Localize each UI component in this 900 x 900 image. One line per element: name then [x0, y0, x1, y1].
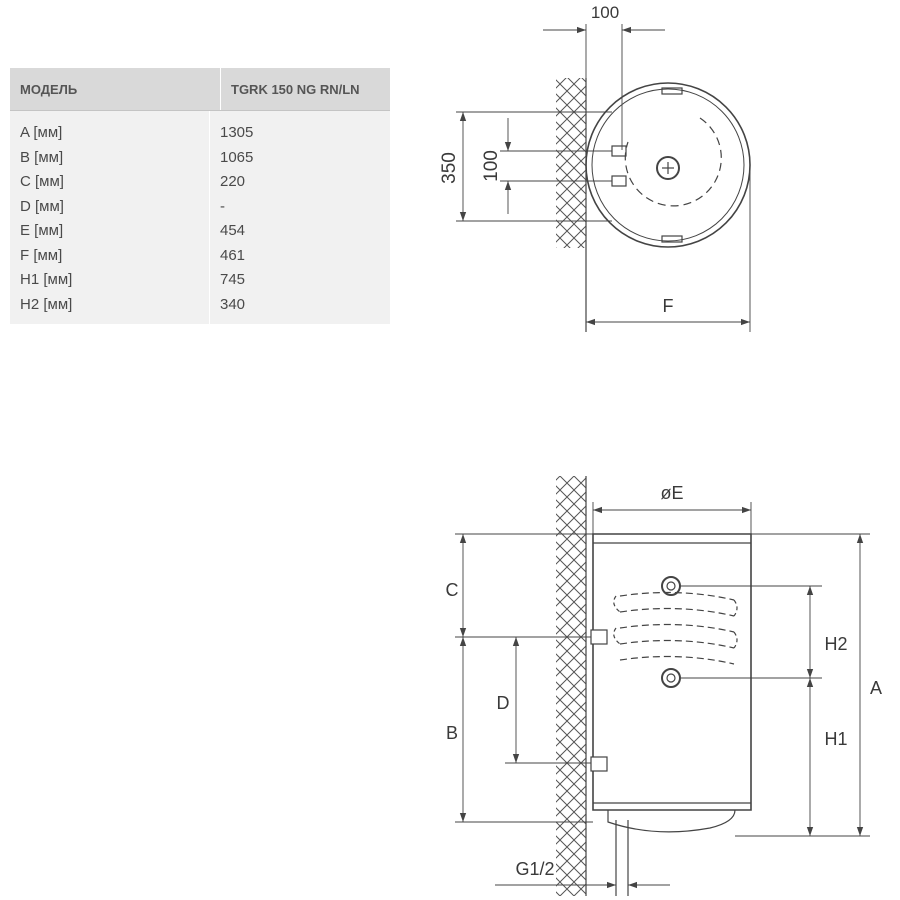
coil-dashed-outline [624, 117, 722, 207]
value-column: 1305 1065 220 - 454 461 745 340 [210, 111, 253, 324]
header-model-value: TGRK 150 NG RN/LN [231, 81, 360, 97]
dim-h2-label: H2 [824, 634, 847, 654]
dim-f-label: F [663, 296, 674, 316]
bracket-top [661, 87, 683, 95]
tank-bottom-cap [607, 809, 736, 833]
dim-b-label: B [446, 723, 458, 743]
fitting-upper [590, 629, 608, 645]
spec-table-header: МОДЕЛЬ TGRK 150 NG RN/LN [10, 68, 390, 111]
value-b: 1065 [220, 148, 254, 166]
param-h2: H2 [мм] [20, 295, 73, 313]
dim-350-label: 350 [439, 152, 460, 184]
coil-outlet [661, 668, 681, 688]
dim-h1-label: H1 [824, 729, 847, 749]
top-view [456, 24, 751, 332]
value-h1: 745 [220, 271, 246, 288]
dim-d-label: D [497, 693, 510, 713]
tank-body [592, 533, 752, 811]
param-d: D [мм] [20, 197, 64, 215]
coil-inlet [661, 576, 681, 596]
value-e: 454 [220, 222, 246, 239]
side-view [455, 476, 870, 896]
param-e: E [мм] [20, 222, 64, 239]
value-f: 461 [220, 246, 246, 264]
bracket-bottom [661, 235, 683, 243]
pipe-bottom [611, 175, 627, 187]
coil-outlet-inner [666, 673, 676, 683]
header-model: МОДЕЛЬ [10, 68, 221, 110]
anode-flange [656, 156, 680, 180]
param-column: A [мм] B [мм] C [мм] D [мм] E [мм] F [мм… [10, 111, 210, 324]
value-c: 220 [220, 173, 246, 190]
pipe-top [611, 145, 627, 157]
dim-a-label: A [870, 678, 882, 698]
value-d: - [220, 197, 225, 215]
dim-100-left-label: 100 [481, 150, 502, 182]
side-wall-hatch [556, 476, 586, 896]
dim-g12-label: G1/2 [515, 859, 554, 879]
param-a: A [мм] [20, 124, 63, 141]
spec-table-body: A [мм] B [мм] C [мм] D [мм] E [мм] F [мм… [10, 111, 390, 324]
dim-100-top-label: 100 [591, 3, 619, 22]
coil-inlet-inner [666, 581, 676, 591]
value-h2: 340 [220, 295, 246, 313]
top-wall-hatch [556, 78, 586, 248]
fitting-lower [590, 756, 608, 772]
dim-e-label: øE [660, 483, 683, 503]
heating-coil [619, 591, 735, 665]
dim-c-label: C [446, 580, 459, 600]
param-h1: H1 [мм] [20, 271, 73, 288]
param-f: F [мм] [20, 246, 63, 264]
param-c: C [мм] [20, 173, 64, 190]
param-b: B [мм] [20, 148, 64, 166]
value-a: 1305 [220, 124, 254, 141]
tank-top-inner [591, 88, 745, 242]
heating-coil-turns [613, 595, 738, 649]
spec-table: МОДЕЛЬ TGRK 150 NG RN/LN A [мм] B [мм] C… [10, 68, 390, 324]
